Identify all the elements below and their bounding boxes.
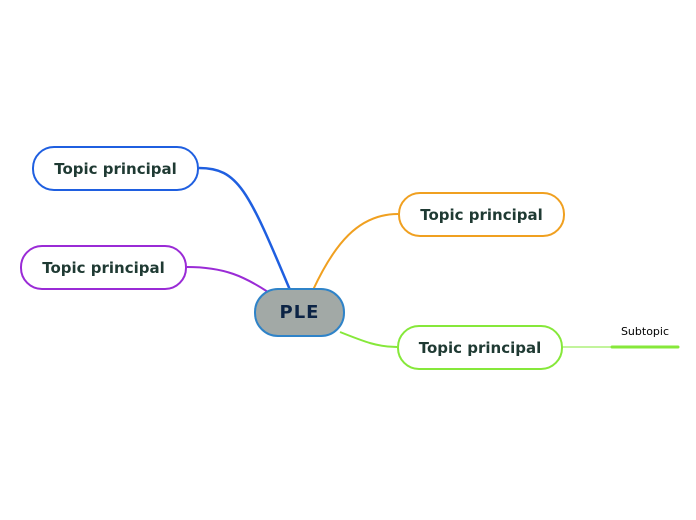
connector-green [339, 331, 398, 348]
central-topic[interactable]: PLE [254, 288, 345, 337]
connector-purple [186, 266, 269, 293]
connector-orange [312, 213, 399, 291]
main-topic-purple[interactable]: Topic principal [20, 245, 187, 290]
main-topic-green[interactable]: Topic principal [397, 325, 563, 370]
connector-blue [198, 166, 292, 291]
subtopic[interactable]: Subtopic [620, 325, 670, 338]
main-topic-blue[interactable]: Topic principal [32, 146, 199, 191]
main-topic-orange[interactable]: Topic principal [398, 192, 565, 237]
